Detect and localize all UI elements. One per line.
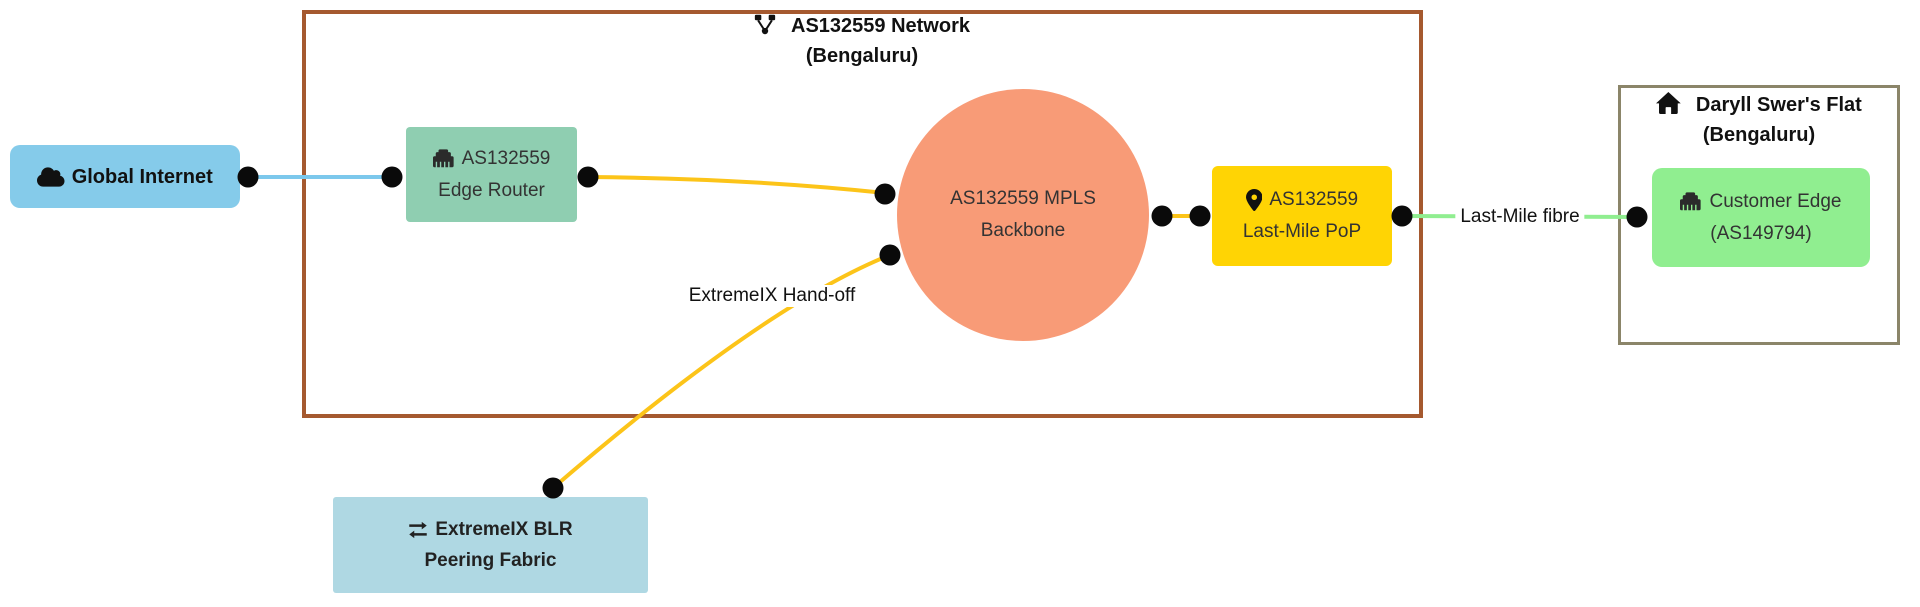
node-label: Global Internet xyxy=(71,165,213,188)
cloud-icon xyxy=(37,166,65,188)
subgraph-title-text: AS132559 Network xyxy=(791,15,970,37)
network-title-line1: AS132559 Network xyxy=(662,11,1062,41)
edge-label-extremeix-handoff: ExtremeIX Hand-off xyxy=(683,285,861,307)
network-icon xyxy=(754,11,784,41)
edge-endpoint-dot xyxy=(542,477,564,499)
edge-endpoint-dot xyxy=(237,166,259,188)
flat-title-line1: Daryll Swer's Flat xyxy=(1620,90,1898,120)
edge-label-last-mile-fibre: Last-Mile fibre xyxy=(1455,206,1585,228)
node-last-mile-pop: AS132559 Last-Mile PoP xyxy=(1212,166,1392,266)
exchange-arrows-icon xyxy=(408,520,428,540)
node-label-line2: (AS149794) xyxy=(1710,222,1812,244)
node-customer-edge: Customer Edge (AS149794) xyxy=(1652,168,1870,267)
node-label-line2: Edge Router xyxy=(438,179,545,201)
location-pin-icon xyxy=(1245,189,1263,211)
node-extremeix-fabric: ExtremeIX BLR Peering Fabric xyxy=(333,497,648,593)
flat-title-line2: (Bengaluru) xyxy=(1702,124,1816,146)
node-edge-router: AS132559 Edge Router xyxy=(406,127,577,222)
node-label-line1: AS132559 xyxy=(461,147,551,169)
ethernet-icon xyxy=(1680,191,1702,213)
node-label-line2: Last-Mile PoP xyxy=(1242,221,1362,242)
house-icon xyxy=(1656,90,1689,120)
node-mpls-backbone: AS132559 MPLS Backbone xyxy=(897,89,1149,341)
node-label-line1: AS132559 xyxy=(1269,189,1359,210)
node-label-line2: Peering Fabric xyxy=(424,550,557,571)
subgraph-title-text: Daryll Swer's Flat xyxy=(1695,94,1862,116)
node-label-line1: Customer Edge xyxy=(1709,190,1842,212)
network-title-line2: (Bengaluru) xyxy=(805,45,919,67)
node-global-internet: Global Internet xyxy=(10,145,240,208)
node-label-line2: Backbone xyxy=(980,220,1066,241)
subgraph-as132559-network-title: AS132559 Network (Bengaluru) xyxy=(662,11,1062,71)
ethernet-icon xyxy=(432,148,455,170)
node-label-line1: ExtremeIX BLR xyxy=(435,519,573,540)
node-label-line1: AS132559 MPLS xyxy=(950,188,1096,209)
subgraph-daryll-flat-title: Daryll Swer's Flat (Bengaluru) xyxy=(1620,90,1898,150)
